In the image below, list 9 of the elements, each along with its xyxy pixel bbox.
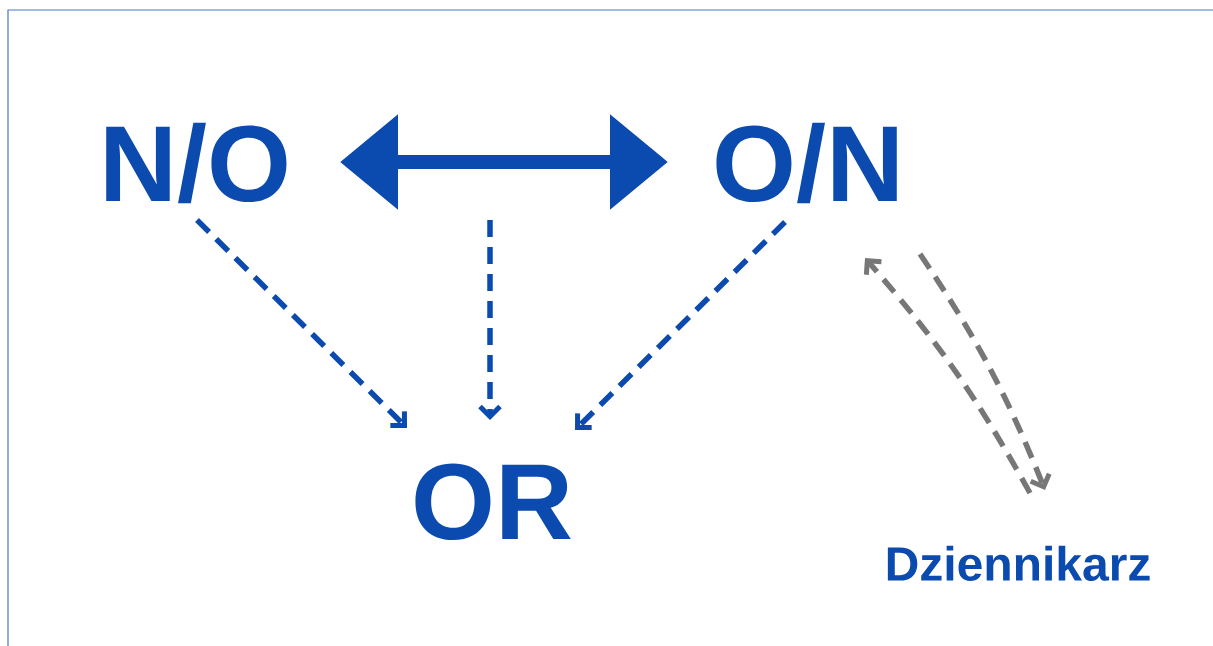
- node-label: O/N: [716, 122, 897, 204]
- node-label: N/O: [106, 122, 287, 204]
- arrow: [917, 252, 1052, 490]
- node-label: OR: [415, 463, 571, 541]
- arrow: [575, 220, 787, 431]
- node-label: Dziennikarz: [887, 545, 1150, 581]
- arrow: [478, 220, 502, 420]
- arrow: [863, 258, 1033, 495]
- arrow: [195, 218, 407, 429]
